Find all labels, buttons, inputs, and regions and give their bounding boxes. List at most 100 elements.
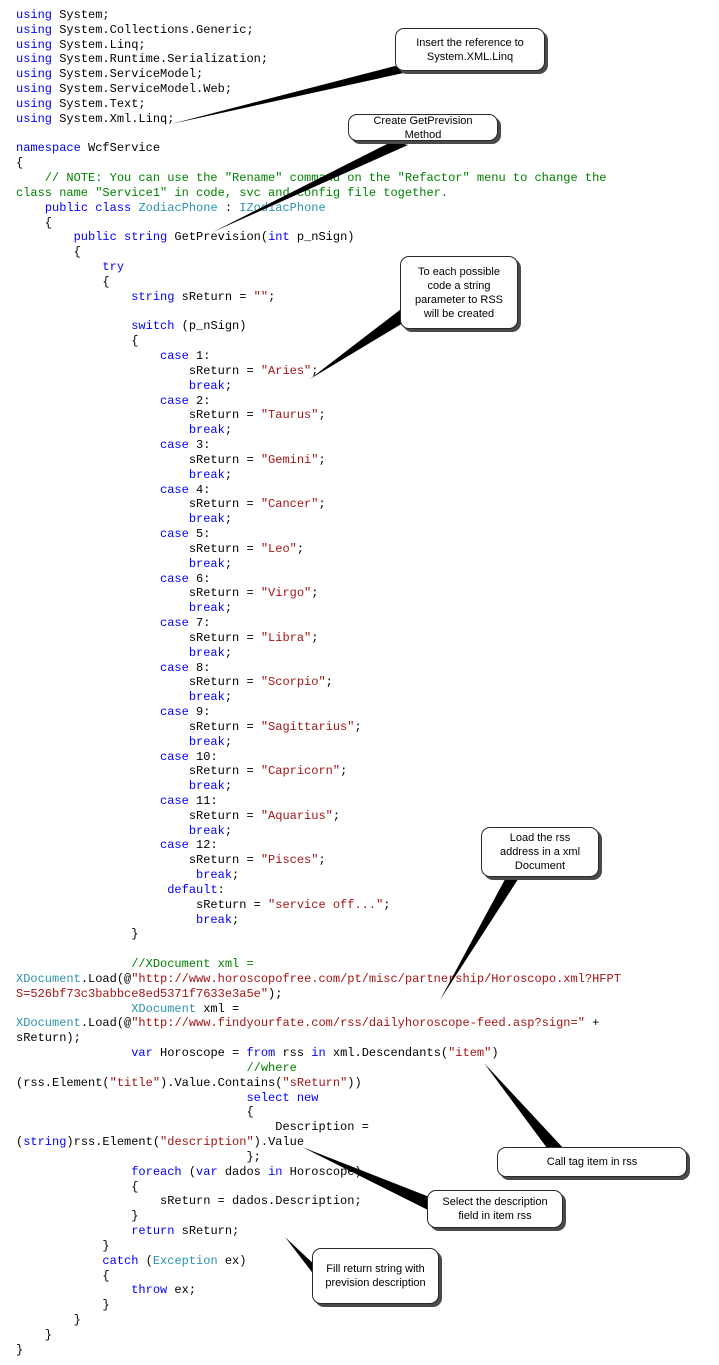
callout-text: System.XML.Linq xyxy=(426,50,514,63)
code-token: sReturn = xyxy=(16,452,261,467)
code-token: sReturn = dados.Description; xyxy=(16,1194,362,1209)
code-token: ZodiacPhone xyxy=(138,200,218,215)
code-line: { xyxy=(16,156,23,171)
code-token: ; xyxy=(232,912,240,927)
pointer-call-tag xyxy=(484,1063,565,1150)
code-token: ; xyxy=(224,467,233,482)
code-token: using xyxy=(16,22,53,37)
code-line: using System.Text; xyxy=(16,97,146,112)
code-token: sReturn = xyxy=(16,497,261,512)
code-token: using xyxy=(16,8,53,22)
code-token: using xyxy=(16,37,53,52)
code-line: namespace WcfService xyxy=(16,141,160,156)
code-token: System.Collections.Generic; xyxy=(52,22,254,37)
code-token: ; xyxy=(232,868,240,883)
code-token: { xyxy=(16,1268,110,1283)
code-line: string sReturn = ""; xyxy=(16,290,275,305)
code-token: System.ServiceModel.Web; xyxy=(52,82,233,97)
code-token: sReturn = xyxy=(16,363,261,378)
code-token: using xyxy=(16,52,53,67)
code-token: using xyxy=(16,111,53,126)
code-token: in xyxy=(268,1164,283,1179)
code-token: sReturn = xyxy=(16,630,261,645)
code-line: } xyxy=(16,1328,52,1343)
code-token: { xyxy=(16,334,139,349)
code-line: sReturn = "Virgo"; xyxy=(16,586,319,601)
code-token: break xyxy=(188,467,225,482)
code-token: using xyxy=(16,82,53,97)
code-token: System.ServiceModel; xyxy=(52,67,204,82)
code-token: ; xyxy=(311,586,319,601)
callout-text: parameter to RSS xyxy=(414,293,504,306)
code-token: case xyxy=(160,438,189,453)
code-token: break xyxy=(188,645,225,660)
code-token: ; xyxy=(224,556,233,571)
code-token: //where xyxy=(16,1060,297,1075)
code-line: }; xyxy=(16,1150,260,1165)
code-line: sReturn = "service off..."; xyxy=(16,898,390,913)
code-token: case xyxy=(160,482,189,497)
code-token: break xyxy=(196,868,233,883)
code-token: "Virgo" xyxy=(260,586,312,601)
code-token: } xyxy=(16,1209,139,1224)
code-token: "Libra" xyxy=(260,630,312,645)
code-token: public string xyxy=(73,230,168,245)
code-line: //XDocument xml = xyxy=(16,957,253,972)
callout-text: Insert the reference to xyxy=(416,36,524,49)
code-token: ; xyxy=(354,719,362,734)
code-token: { xyxy=(16,245,81,260)
code-token: return xyxy=(131,1224,175,1239)
code-line: } xyxy=(16,1298,110,1313)
code-token: namespace xyxy=(16,141,81,156)
code-token: public class xyxy=(44,200,132,215)
code-line: } xyxy=(16,1313,81,1328)
callout-load-rss: Load the rss address in a xml Document xyxy=(481,827,599,877)
callout-each-code: To each possible code a string parameter… xyxy=(400,256,518,329)
code-line: { xyxy=(16,1268,110,1284)
code-line: case 12: xyxy=(16,838,218,853)
code-line: break; xyxy=(16,646,232,661)
code-line: case 6: xyxy=(16,572,210,587)
code-token: ; xyxy=(318,853,326,868)
code-line: public string GetPrevision(int p_nSign) xyxy=(16,230,355,245)
code-token: "description" xyxy=(160,1135,254,1150)
code-line: sReturn = "Sagittarius"; xyxy=(16,720,362,735)
code-token: "Aries" xyxy=(260,363,312,378)
code-token: } xyxy=(16,927,139,942)
code-token: .Load(@ xyxy=(80,971,132,986)
code-token: "http://www.findyourfate.com/rss/dailyho… xyxy=(131,1016,585,1031)
code-line: { xyxy=(16,245,81,260)
code-token: } xyxy=(16,1298,110,1313)
code-line: using System.Runtime.Serialization; xyxy=(16,52,268,67)
code-token: { xyxy=(16,156,24,171)
code-token: var xyxy=(131,1046,153,1061)
code-token: )) xyxy=(347,1075,362,1090)
code-line: case 2: xyxy=(16,394,210,409)
code-token: break xyxy=(196,912,233,927)
code-token: xml.Descendants( xyxy=(325,1046,449,1061)
code-token: sReturn = xyxy=(16,764,261,779)
code-line: using System.Xml.Linq; xyxy=(16,112,174,127)
pointer-select-description xyxy=(302,1147,432,1210)
code-token: 10: xyxy=(188,749,218,764)
code-line: break; xyxy=(16,735,232,750)
code-token: : xyxy=(217,200,240,215)
callout-text: Call tag item in rss xyxy=(546,1156,638,1168)
code-token: "Aquarius" xyxy=(260,808,333,823)
code-line: XDocument xml = xyxy=(16,1002,239,1017)
code-token: sReturn = xyxy=(16,675,261,690)
code-token: "title" xyxy=(109,1075,161,1090)
code-token: XDocument xyxy=(131,1001,197,1016)
code-token: { xyxy=(16,1179,139,1194)
code-line: sReturn = dados.Description; xyxy=(16,1194,362,1209)
code-token: ; xyxy=(224,378,233,393)
code-token: ( xyxy=(16,1135,24,1150)
code-line: XDocument.Load(@"http://www.horoscopofre… xyxy=(16,972,621,987)
code-token: foreach xyxy=(131,1164,182,1179)
code-token: System.Linq; xyxy=(52,37,146,52)
code-token: ex; xyxy=(167,1283,197,1298)
code-line: Description = xyxy=(16,1120,369,1135)
code-token: ; xyxy=(268,289,276,304)
code-line: sReturn = "Aries"; xyxy=(16,363,319,379)
